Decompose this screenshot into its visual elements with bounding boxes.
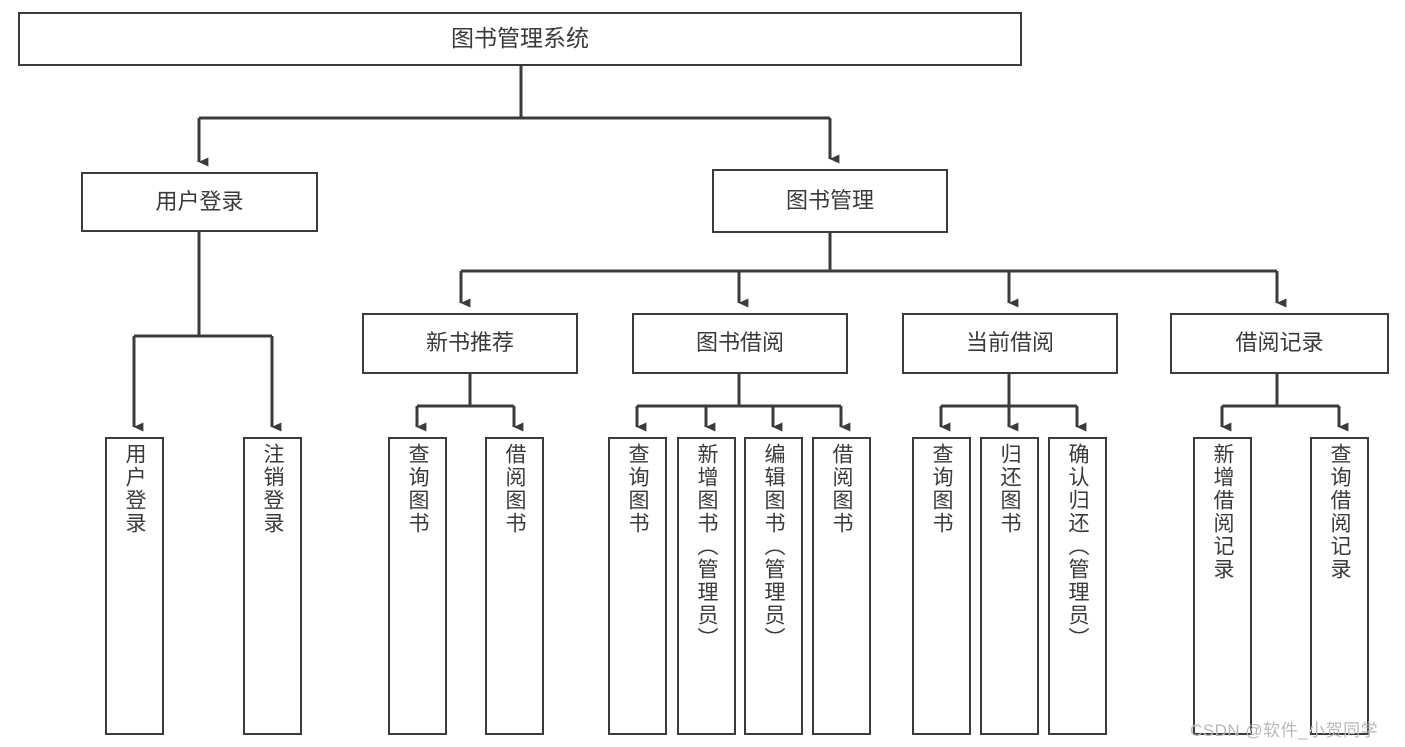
- node-label: 确认归还（管理员）: [1066, 443, 1089, 650]
- node-leaf-user-login[interactable]: 用户登录: [105, 437, 164, 735]
- node-leaf-add-record[interactable]: 新增借阅记录: [1193, 437, 1252, 735]
- node-label: 当前借阅: [965, 330, 1054, 356]
- node-leaf-add-book[interactable]: 新增图书（管理员）: [677, 437, 736, 735]
- csdn-watermark: CSDN @软件_小贺同学: [1190, 721, 1379, 740]
- node-label: 查询图书: [626, 443, 649, 535]
- node-label: 用户登录: [123, 443, 146, 535]
- node-label: 新增借阅记录: [1211, 443, 1234, 581]
- node-leaf-borrow-book-2[interactable]: 借阅图书: [812, 437, 871, 735]
- node-label: 图书管理: [785, 187, 874, 213]
- node-new-book-recommend[interactable]: 新书推荐: [362, 313, 578, 374]
- node-label: 图书管理系统: [451, 25, 589, 52]
- node-leaf-query-record[interactable]: 查询借阅记录: [1310, 437, 1369, 735]
- node-leaf-query-book-3[interactable]: 查询图书: [912, 437, 971, 735]
- node-label: 借阅记录: [1235, 330, 1324, 356]
- node-label: 新书推荐: [425, 330, 514, 356]
- node-label: 归还图书: [998, 443, 1021, 535]
- node-leaf-edit-book[interactable]: 编辑图书（管理员）: [744, 437, 803, 735]
- node-leaf-query-book-1[interactable]: 查询图书: [388, 437, 447, 735]
- node-root-book-management-system[interactable]: 图书管理系统: [18, 12, 1022, 66]
- node-leaf-borrow-book-1[interactable]: 借阅图书: [485, 437, 544, 735]
- node-leaf-confirm-return[interactable]: 确认归还（管理员）: [1048, 437, 1107, 735]
- node-label: 注销登录: [261, 443, 284, 535]
- node-label: 新增图书（管理员）: [695, 443, 718, 650]
- node-label: 查询图书: [406, 443, 429, 535]
- node-current-borrow[interactable]: 当前借阅: [902, 313, 1118, 374]
- node-label: 借阅图书: [503, 443, 526, 535]
- node-book-management[interactable]: 图书管理: [712, 169, 948, 233]
- node-label: 查询借阅记录: [1328, 443, 1351, 581]
- node-label: 图书借阅: [695, 330, 784, 356]
- node-borrow-record[interactable]: 借阅记录: [1170, 313, 1389, 374]
- node-label: 用户登录: [155, 188, 244, 214]
- node-leaf-user-logout[interactable]: 注销登录: [243, 437, 302, 735]
- node-user-login[interactable]: 用户登录: [81, 172, 318, 232]
- node-book-borrow[interactable]: 图书借阅: [632, 313, 848, 374]
- node-label: 查询图书: [930, 443, 953, 535]
- node-leaf-return-book[interactable]: 归还图书: [980, 437, 1039, 735]
- node-label: 借阅图书: [830, 443, 853, 535]
- node-label: 编辑图书（管理员）: [762, 443, 785, 650]
- node-leaf-query-book-2[interactable]: 查询图书: [608, 437, 667, 735]
